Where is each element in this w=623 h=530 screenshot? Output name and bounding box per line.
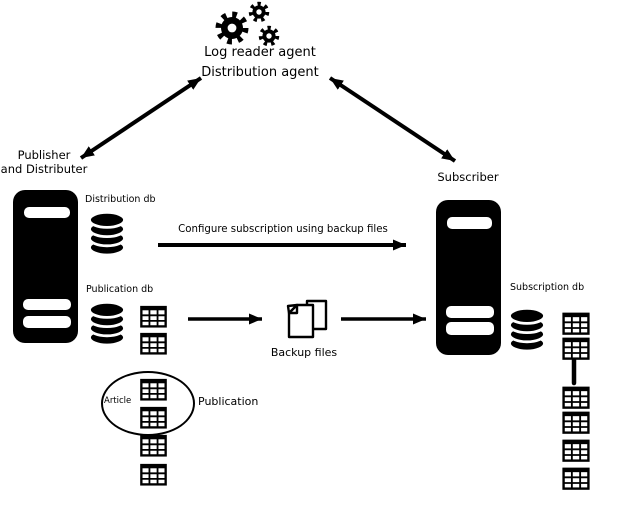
publisher-to-agents-arrow (79, 76, 203, 160)
table-icon (561, 386, 591, 409)
configure-subscription-label: Configure subscription using backup file… (178, 224, 388, 235)
article-label: Article (104, 396, 132, 406)
publication-label: Publication (198, 395, 259, 408)
table-icon (561, 411, 591, 434)
table-icon (140, 304, 167, 329)
article-table-icon (140, 377, 167, 402)
subscription-db-icon (508, 306, 546, 352)
subscriber-title: Subscriber (437, 170, 499, 184)
table-icon (561, 312, 591, 335)
distribution-db-label: Distribution db (85, 194, 156, 205)
subscription-db-label: Subscription db (510, 282, 585, 293)
gears-icon (215, 1, 280, 47)
publication-db-label: Publication db (86, 284, 154, 295)
table-icon (561, 467, 591, 490)
table-icon (561, 439, 591, 462)
table-icon (561, 337, 591, 360)
subscriber-server-icon (436, 200, 501, 355)
publisher-title: Publisher and Distributer (0, 148, 88, 177)
distribution-db-icon (88, 210, 126, 256)
agents-to-subscriber-arrow (328, 76, 457, 163)
table-icon (140, 331, 167, 356)
distribution-agent-label: Distribution agent (201, 65, 319, 80)
backup-files-label: Backup files (270, 346, 338, 359)
table-icon (140, 433, 167, 458)
publisher-server-icon (13, 190, 78, 343)
table-icon (140, 462, 167, 487)
publication-db-icon (88, 300, 126, 346)
article-table-icon (140, 405, 167, 430)
backup-files-icon (286, 299, 328, 339)
log-reader-agent-label: Log reader agent (204, 45, 316, 60)
